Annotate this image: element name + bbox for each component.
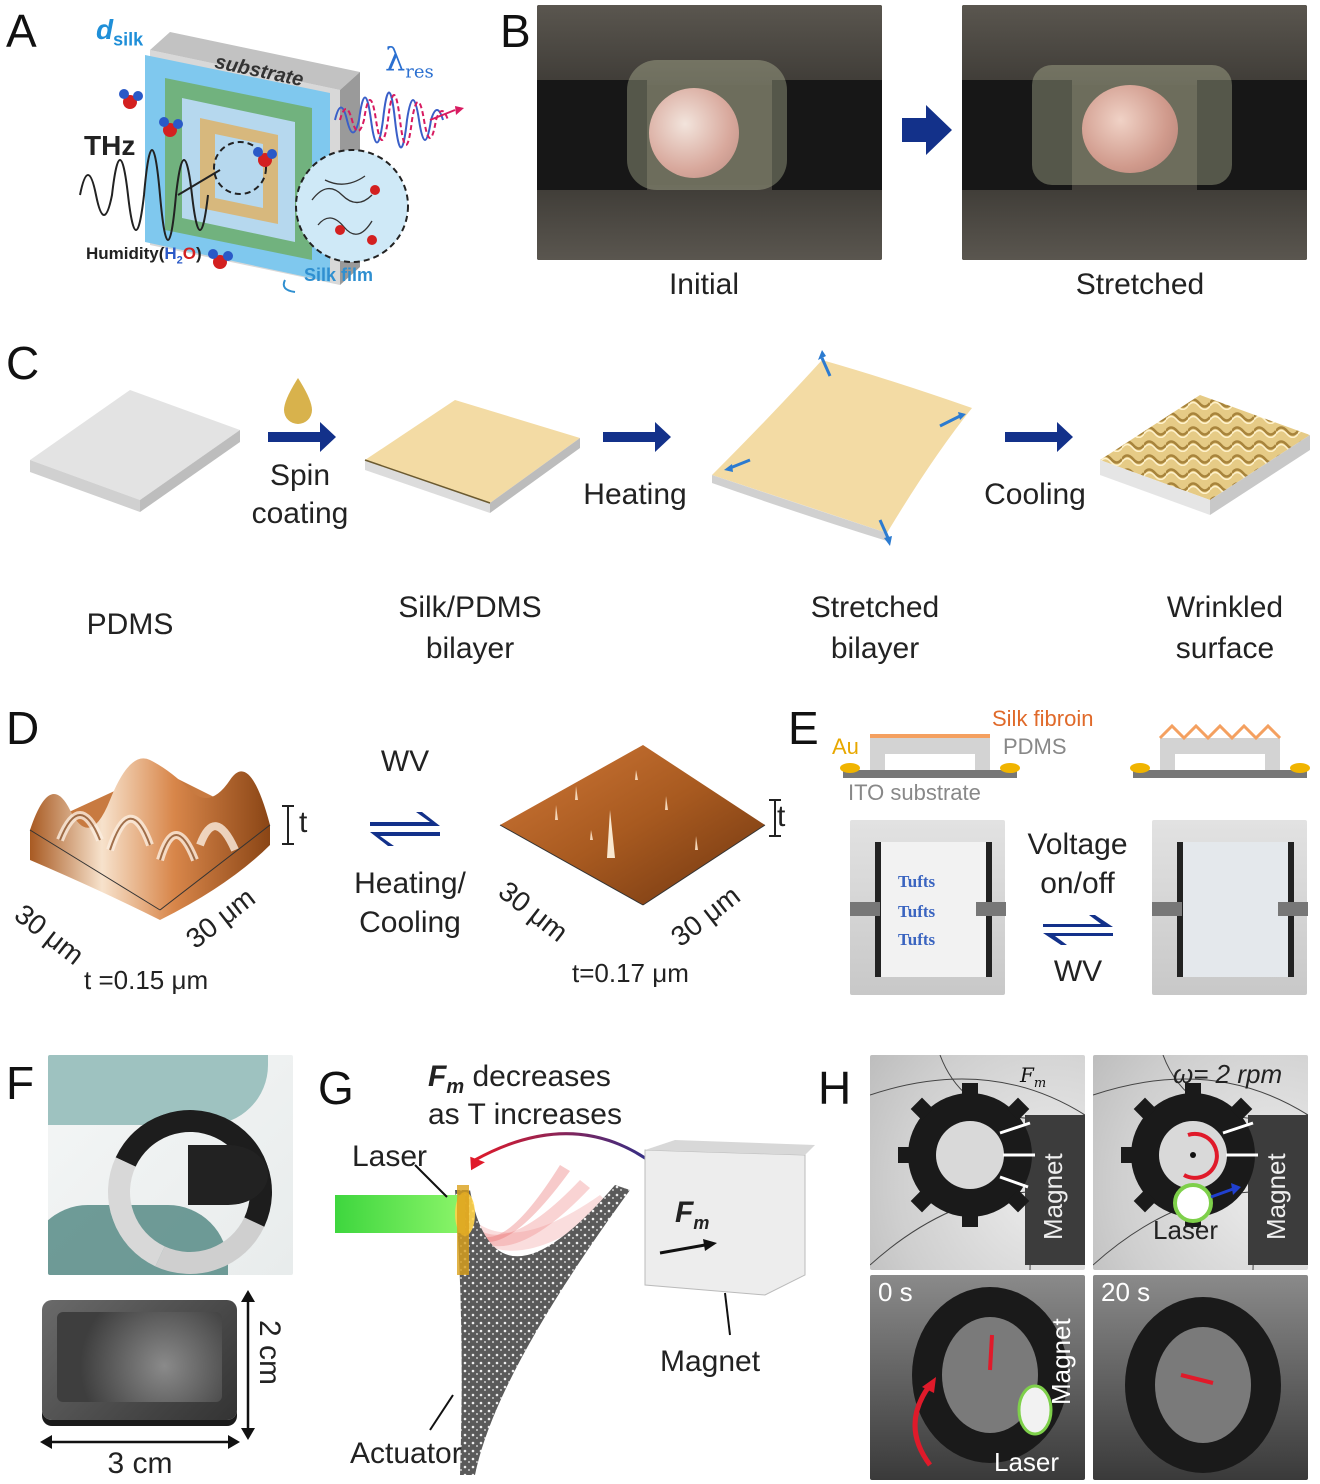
initial-photo xyxy=(537,5,882,260)
humidity-h: H xyxy=(164,244,177,263)
sample-sphere xyxy=(649,88,739,178)
left-thickness-label: t =0.15 μm xyxy=(84,965,209,995)
stretched-photo xyxy=(962,5,1307,260)
panel-label-b: B xyxy=(500,5,531,57)
d-silk-main: d xyxy=(96,14,114,45)
panel-label-g: G xyxy=(318,1062,354,1114)
flexible-film-photo xyxy=(48,1055,293,1275)
time-start-label: 0 s xyxy=(878,1277,913,1307)
panel-label-f: F xyxy=(6,1057,35,1109)
laser-label-h-top: Laser xyxy=(1153,1215,1219,1245)
caption-initial: Initial xyxy=(668,268,740,301)
magnetic-actuator-diagram xyxy=(335,1132,815,1475)
height-dimension-arrow xyxy=(241,1290,255,1440)
silk-fibroin-label: Silk fibroin xyxy=(992,706,1094,731)
rotor-photo-0s: 0 s Magnet Laser xyxy=(870,1275,1085,1480)
bulk-sample-photo xyxy=(42,1300,237,1420)
wv-label-d: WV xyxy=(380,745,430,778)
step-heating: Heating xyxy=(583,478,687,511)
thz-metamaterial-diagram xyxy=(79,32,464,293)
device-photo-on: Tufts Tufts Tufts xyxy=(850,820,1006,995)
sample-sphere-stretched xyxy=(1082,85,1178,173)
fm-arrow-sub: m xyxy=(693,1213,710,1233)
wrinkle-fabrication-diagram xyxy=(30,350,1310,546)
actuator-label: Actuator xyxy=(350,1437,462,1470)
panel-label-c: C xyxy=(6,337,40,389)
thz-label: THz xyxy=(84,130,136,161)
laser-label-g: Laser xyxy=(352,1140,428,1173)
t-mark-right: t xyxy=(777,800,786,833)
fm-h-main: F xyxy=(1020,1063,1034,1087)
magnet-label-g: Magnet xyxy=(660,1345,761,1378)
field-diagram-static: Magnet Fm xyxy=(870,1055,1085,1270)
fm-main: F xyxy=(428,1060,447,1093)
d-silk-label: dsilk xyxy=(96,14,143,51)
stage-pdms: PDMS xyxy=(86,608,174,641)
magnet-label-h2: Magnet xyxy=(1261,1153,1291,1240)
fm-sub: m xyxy=(446,1076,465,1098)
device-cross-section xyxy=(840,723,1310,778)
laser-label-h-bottom: Laser xyxy=(994,1447,1060,1477)
humidity-suffix: ) xyxy=(196,244,202,263)
lambda-sub: res xyxy=(405,61,434,83)
field-diagram-laser: ω= 2 rpm Magnet Laser xyxy=(1093,1055,1308,1270)
stage-wrinkled: Wrinkled surface xyxy=(1166,591,1284,665)
width-dimension-arrow xyxy=(40,1435,240,1449)
humidity-prefix: Humidity( xyxy=(86,244,165,263)
humidity-o: O xyxy=(182,244,197,263)
right-arrow-icon xyxy=(902,105,952,155)
d-silk-sub: silk xyxy=(113,29,144,50)
time-end-label: 20 s xyxy=(1101,1277,1151,1307)
humidity-2: 2 xyxy=(176,254,183,267)
caption-stretched: Stretched xyxy=(1075,268,1205,301)
voltage-on-off-label: Voltage on/off xyxy=(1027,828,1128,900)
ito-substrate-label: ITO substrate xyxy=(848,780,981,805)
panel-label-e: E xyxy=(788,702,819,754)
fm-arrow-main: F xyxy=(675,1196,694,1229)
magnet-label-h1: Magnet xyxy=(1038,1153,1068,1240)
pdms-label-e: PDMS xyxy=(1003,734,1067,759)
fm-title: Fm decreases xyxy=(428,1060,611,1099)
right-thickness-label: t=0.17 μm xyxy=(572,958,689,988)
fm-arrow-label: Fm xyxy=(675,1196,709,1234)
lambda-main: λ xyxy=(385,40,406,78)
fm-h-sub: m xyxy=(1033,1076,1047,1091)
silk-droplet-icon xyxy=(284,378,312,424)
stage-stretched: Stretched bilayer xyxy=(810,591,940,665)
silk-film-label: Silk film xyxy=(304,265,374,285)
rotor-photo-20s: 20 s xyxy=(1093,1275,1308,1480)
equilibrium-arrows-icon-e xyxy=(1043,915,1113,945)
device-photo-off xyxy=(1152,820,1308,995)
omega-label: ω= 2 rpm xyxy=(1173,1059,1283,1089)
au-label: Au xyxy=(832,734,859,759)
panel-label-h: H xyxy=(818,1062,852,1114)
panel-label-a: A xyxy=(6,5,37,57)
tufts-logo-1: Tufts xyxy=(898,872,936,891)
fm-title-rest: decreases xyxy=(464,1060,611,1093)
width-label: 3 cm xyxy=(107,1447,173,1480)
step-cooling: Cooling xyxy=(984,478,1086,511)
magnet-label-h3: Magnet xyxy=(1046,1318,1076,1405)
equilibrium-arrows-icon xyxy=(370,812,440,846)
tufts-logo-2: Tufts xyxy=(898,902,936,921)
humidity-label: Humidity(H2O) xyxy=(86,244,202,266)
afm-wrinkled-3d xyxy=(29,758,294,920)
panel-label-d: D xyxy=(6,702,40,754)
afm-flat-3d xyxy=(499,745,781,906)
fm-title-line2: as T increases xyxy=(428,1098,622,1131)
lambda-res-label: λres xyxy=(385,40,434,82)
t-mark-left: t xyxy=(299,806,308,839)
step-spin-coating: Spin coating xyxy=(251,459,349,530)
fm-label-h: Fm xyxy=(1020,1063,1046,1091)
tufts-logo-3: Tufts xyxy=(898,930,936,949)
height-label: 2 cm xyxy=(253,1320,286,1386)
heating-cooling-label: Heating/ Cooling xyxy=(354,867,466,939)
stage-bilayer: Silk/PDMS bilayer xyxy=(398,591,542,665)
wv-label-e: WV xyxy=(1053,955,1103,988)
